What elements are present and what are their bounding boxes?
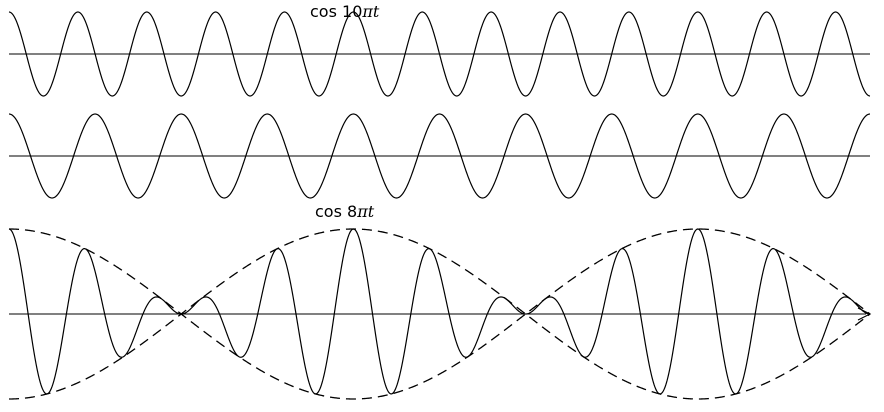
panel-top: cos 10πt (8, 2, 871, 97)
panel-bottom (8, 228, 872, 400)
wave-cos-8pi-t (8, 113, 871, 199)
wave-cos-10pi-t (8, 11, 871, 97)
envelope-lower (9, 228, 871, 400)
panel-middle: cos 8πt (8, 113, 871, 221)
label-cos-10pi-t: cos 10πt (310, 2, 380, 21)
wave-sum (8, 228, 871, 395)
envelope-upper (9, 228, 871, 400)
label-cos-8pi-t: cos 8πt (315, 202, 375, 221)
